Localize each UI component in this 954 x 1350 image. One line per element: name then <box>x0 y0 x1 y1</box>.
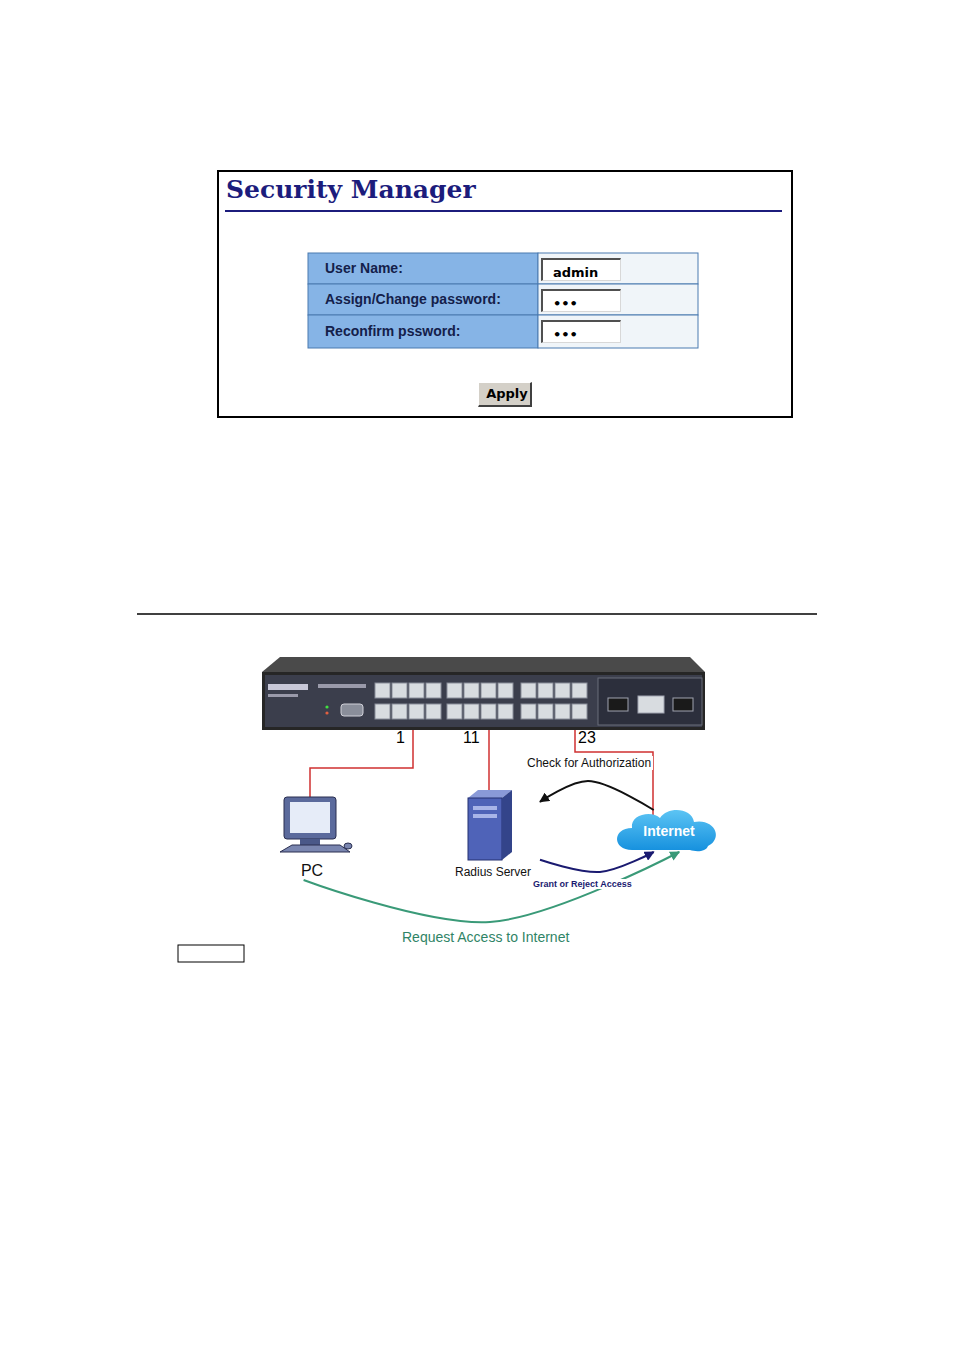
ethernet-port <box>447 704 462 719</box>
node-text: admin <box>550 263 598 283</box>
ethernet-port <box>481 704 496 719</box>
table-cell <box>308 253 538 284</box>
led <box>325 705 328 708</box>
table-cell <box>538 315 698 348</box>
switch-front <box>265 675 702 727</box>
node-text: ••• <box>550 325 578 345</box>
connector-label: Grant or Reject Access <box>531 879 634 889</box>
logo-mark <box>268 684 308 690</box>
cable <box>310 730 413 797</box>
table-cell <box>538 284 698 315</box>
port-number: 11 <box>463 729 480 747</box>
logo-mark <box>268 694 298 697</box>
node-text: Internet <box>643 823 694 839</box>
ethernet-port <box>375 683 390 698</box>
led <box>325 711 328 714</box>
connector-label: Request Access to Internet <box>400 929 571 945</box>
title-underline <box>225 210 782 212</box>
ethernet-port <box>426 683 441 698</box>
ethernet-port <box>572 683 587 698</box>
console-port <box>341 704 363 716</box>
server-icon <box>468 790 512 860</box>
ethernet-port <box>464 704 479 719</box>
cable <box>488 730 490 792</box>
ethernet-port <box>555 683 570 698</box>
ethernet-port <box>426 704 441 719</box>
port-number: 1 <box>396 729 405 747</box>
settings-table <box>308 253 698 348</box>
rj45-port <box>638 696 664 713</box>
ethernet-port <box>498 704 513 719</box>
server-node: Radius Server <box>446 788 540 880</box>
uplink-module <box>598 678 702 725</box>
text-field: admin <box>541 258 621 281</box>
keyboard <box>280 845 350 852</box>
switch-top <box>262 657 705 672</box>
sfp-slot <box>608 698 628 711</box>
node-text: Apply <box>486 386 528 401</box>
node-text: Security Manager <box>226 175 476 204</box>
table-cell <box>538 253 698 284</box>
ethernet-port <box>572 704 587 719</box>
node-text: Radius Server <box>455 865 531 880</box>
ethernet-port <box>498 683 513 698</box>
field-label: Assign/Change password: <box>325 291 501 307</box>
monitor-stand <box>300 839 320 845</box>
flow-arrow <box>304 852 680 922</box>
table-cell <box>308 315 538 348</box>
password-field: ••• <box>541 289 621 312</box>
pc-icon <box>280 797 352 852</box>
switch-body <box>262 672 705 730</box>
ethernet-port <box>555 704 570 719</box>
field-label: Reconfirm pssword: <box>325 323 460 339</box>
node-text: ••• <box>550 294 578 314</box>
ethernet-port <box>521 704 536 719</box>
password-field: ••• <box>541 320 621 343</box>
ethernet-port <box>375 704 390 719</box>
ethernet-port <box>392 683 407 698</box>
ethernet-port <box>538 704 553 719</box>
field-label: User Name: <box>325 260 403 276</box>
ethernet-port <box>409 704 424 719</box>
connector-label: Check for Authorization <box>525 756 653 770</box>
screen <box>290 802 330 833</box>
cloud-shape <box>617 810 716 851</box>
apply-button: Apply <box>478 382 532 407</box>
sfp-slot <box>673 698 693 711</box>
ethernet-port <box>521 683 536 698</box>
separator-line <box>137 613 817 615</box>
pc-node: PC <box>270 790 354 880</box>
screenshot-panel: Security Manager admin ••• ••• Apply <box>217 170 793 418</box>
drive-bay <box>473 806 497 810</box>
port-row <box>375 683 587 719</box>
table-cell <box>308 284 538 315</box>
ethernet-port <box>447 683 462 698</box>
empty-box <box>178 945 244 962</box>
server-side <box>502 790 512 860</box>
drive-bay <box>473 814 497 818</box>
ethernet-port <box>538 683 553 698</box>
node-text: PC <box>301 862 323 880</box>
cloud-node: Internet <box>618 810 720 852</box>
ethernet-port <box>409 683 424 698</box>
flow-arrow <box>540 781 654 810</box>
switch-device <box>262 657 705 730</box>
ethernet-port <box>464 683 479 698</box>
port-number: 23 <box>578 729 596 747</box>
server-front <box>468 798 502 860</box>
model-mark <box>318 684 366 688</box>
ethernet-port <box>392 704 407 719</box>
mouse <box>344 843 352 849</box>
ethernet-port <box>481 683 496 698</box>
flow-arrow <box>540 852 654 872</box>
monitor <box>284 797 336 839</box>
